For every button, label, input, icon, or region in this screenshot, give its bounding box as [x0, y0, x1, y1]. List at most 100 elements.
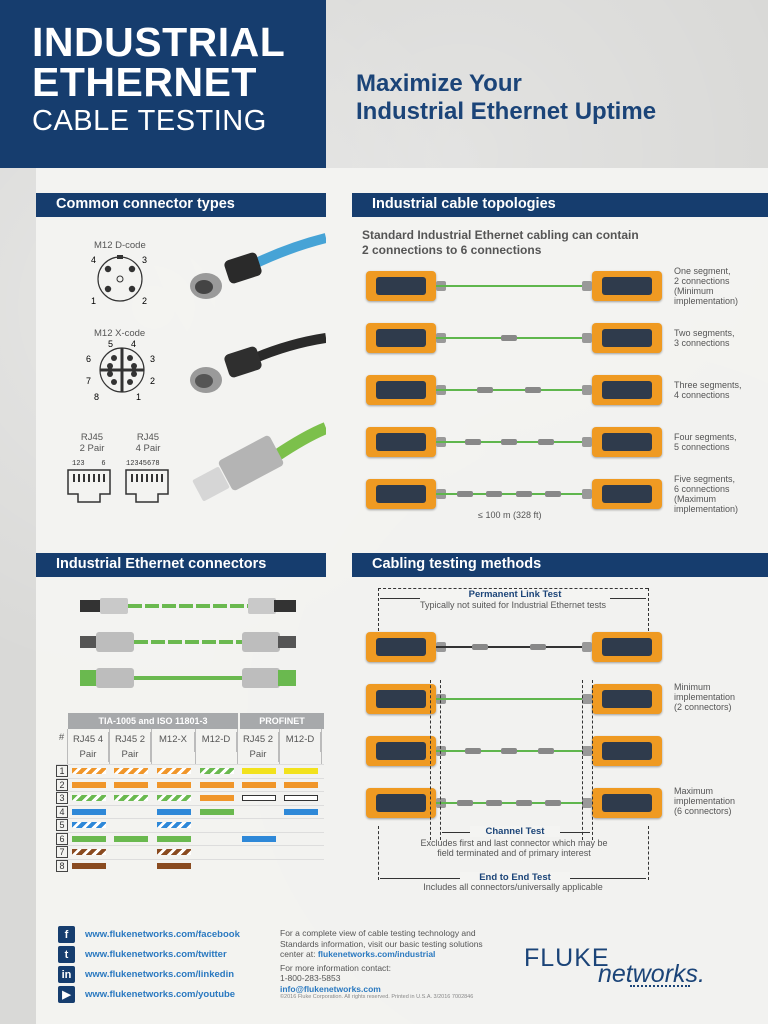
tester-right — [582, 788, 662, 818]
permanent-link-left-edge — [378, 588, 379, 636]
topology-cable — [436, 285, 582, 287]
col-header-line-2: Pair — [68, 747, 109, 762]
table-row: 4 — [56, 804, 324, 819]
rj45-4pair-pins: 12345678 — [126, 460, 160, 468]
color-cell — [68, 765, 110, 778]
tester-left — [366, 736, 446, 766]
section-cable-topologies: Industrial cable topologies — [352, 193, 768, 217]
m12x-pin-5: 5 — [108, 340, 113, 349]
topology-cable — [436, 389, 582, 391]
color-cell — [110, 819, 152, 832]
col-header-line-2 — [196, 747, 237, 752]
topologies-intro: Standard Industrial Ethernet cabling can… — [362, 228, 639, 258]
color-cell — [152, 819, 196, 832]
wire-color-swatch — [200, 781, 234, 788]
wire-color-swatch — [242, 768, 276, 775]
m12d-pin-1: 1 — [91, 296, 96, 306]
tester-left — [366, 427, 446, 457]
footer-email-link[interactable]: info@flukenetworks.com — [280, 983, 381, 994]
topology-label-line: 6 connections — [674, 484, 730, 494]
title-line-3: CABLE TESTING — [32, 105, 267, 137]
social-link-url[interactable]: www.flukenetworks.com/youtube — [85, 989, 236, 1000]
rj45-4pair-label-1: RJ45 — [136, 432, 160, 443]
m12d-pinout-diagram: 4 3 1 2 — [91, 255, 147, 306]
section-ie-connectors: Industrial Ethernet connectors — [36, 553, 326, 577]
max-label-line: Maximum — [674, 786, 714, 796]
color-cell — [110, 860, 152, 873]
wire-color-swatch — [114, 795, 148, 802]
channel-title: Channel Test — [470, 826, 560, 837]
col-header-line-1: RJ45 2 — [110, 732, 151, 747]
m12x-pin-3: 3 — [150, 354, 155, 364]
industrial-link[interactable]: flukenetworks.com/industrial — [317, 949, 436, 959]
facebook-icon[interactable]: f — [58, 926, 75, 943]
m12x-pin-4: 4 — [131, 340, 136, 349]
tester-left — [366, 632, 446, 662]
max-label-line: (6 connectors) — [674, 806, 732, 816]
col-header-line-2: Pair — [110, 747, 151, 762]
section-testing-methods: Cabling testing methods — [352, 553, 768, 577]
social-link-url[interactable]: www.flukenetworks.com/facebook — [85, 929, 240, 940]
pinout-color-table: TIA-1005 and ISO 11801-3 PROFINET # RJ45… — [56, 713, 324, 872]
wire-color-swatch — [157, 781, 191, 788]
m12x-cable-photo — [190, 333, 326, 393]
wire-color-swatch — [157, 808, 191, 815]
topology-label-line: Four segments, — [674, 432, 737, 442]
topology-label-line: Two segments, — [674, 328, 735, 338]
topology-label-line: 3 connections — [674, 338, 730, 348]
linkedin-icon[interactable]: in — [58, 966, 75, 983]
youtube-icon[interactable]: ▶ — [58, 986, 75, 1003]
e2e-right-edge — [648, 826, 649, 880]
social-link-row[interactable]: f www.flukenetworks.com/facebook — [58, 926, 240, 943]
topologies-intro-line-2: 2 connections to 6 connections — [362, 243, 542, 257]
col-header-line-1: M12-X — [152, 732, 195, 747]
topologies-intro-line-1: Standard Industrial Ethernet cabling can… — [362, 228, 639, 242]
social-link-row[interactable]: in www.flukenetworks.com/linkedin — [58, 966, 234, 983]
wire-color-swatch — [72, 768, 106, 775]
m12d-label: M12 D-code — [94, 240, 146, 251]
color-cell — [280, 765, 322, 778]
social-link-row[interactable]: t www.flukenetworks.com/twitter — [58, 946, 227, 963]
headline-line-2: Industrial Ethernet Uptime — [356, 98, 657, 125]
color-cell — [280, 792, 322, 805]
social-link-url[interactable]: www.flukenetworks.com/linkedin — [85, 969, 235, 980]
color-cell — [196, 819, 238, 832]
channel-right-edge — [582, 680, 583, 840]
color-cell — [238, 806, 280, 819]
inline-connector — [530, 644, 547, 650]
permanent-link-bracket — [378, 588, 648, 589]
method-cable — [436, 802, 582, 804]
footer-line-3: center at: flukenetworks.com/industrial — [280, 949, 436, 959]
wire-color-swatch — [157, 822, 191, 829]
social-link-url[interactable]: www.flukenetworks.com/twitter — [85, 949, 227, 960]
color-cell — [68, 792, 110, 805]
footer-info: For a complete view of cable testing tec… — [280, 928, 510, 1001]
title-block: INDUSTRIAL ETHERNET CABLE TESTING — [0, 0, 326, 168]
topology-label-line: (Minimum — [674, 286, 714, 296]
inline-connector — [544, 491, 561, 497]
inline-connector — [544, 800, 561, 806]
wire-color-swatch — [157, 795, 191, 802]
channel-left-edge — [430, 680, 431, 840]
m12d-cable-photo — [190, 233, 326, 299]
color-cell — [238, 765, 280, 778]
wire-color-swatch — [157, 768, 191, 775]
color-cell — [110, 806, 152, 819]
topology-label-line: implementation) — [674, 296, 739, 306]
inline-connector — [515, 491, 532, 497]
row-number: 7 — [56, 846, 68, 859]
topology-label-line: Three segments, — [674, 380, 742, 390]
social-link-row[interactable]: ▶ www.flukenetworks.com/youtube — [58, 986, 235, 1003]
tester-right — [582, 684, 662, 714]
twitter-icon[interactable]: t — [58, 946, 75, 963]
inline-connector — [457, 491, 474, 497]
color-cell — [196, 833, 238, 846]
tester-left — [366, 684, 446, 714]
cable-m12-m12 — [80, 668, 296, 688]
table-row: 8 — [56, 858, 324, 873]
m12x-label: M12 X-code — [94, 328, 146, 339]
permanent-link-desc: Typically not suited for Industrial Ethe… — [419, 600, 607, 610]
rj45-4pair-label: RJ45 4 Pair — [134, 432, 162, 454]
